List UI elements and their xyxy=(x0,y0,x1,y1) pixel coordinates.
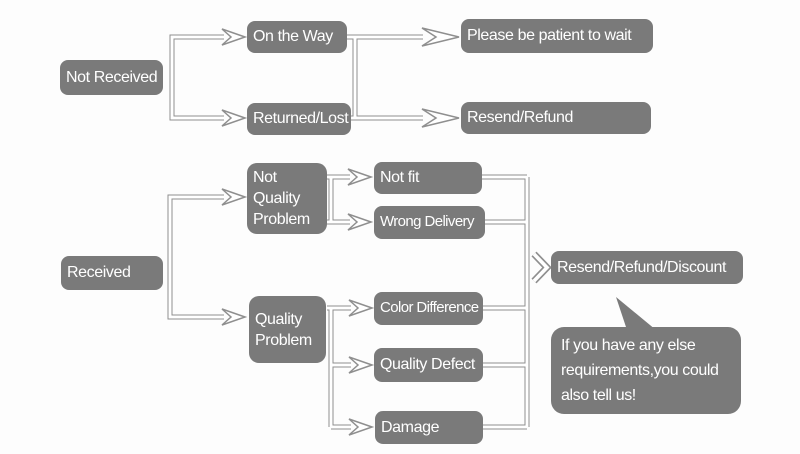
node-resend-refund-discount: Resend/Refund/Discount xyxy=(551,251,743,284)
node-returned-lost: Returned/Lost xyxy=(247,103,351,135)
node-resend-refund: Resend/Refund xyxy=(461,102,651,134)
node-not-fit: Not fit xyxy=(374,162,482,194)
note-line-2: requirements,you could xyxy=(561,362,719,379)
arrow-head-icon xyxy=(421,108,460,128)
note-bubble: If you have any else requirements,you co… xyxy=(551,327,741,414)
arrow-head-icon xyxy=(348,299,373,317)
arrow-head-icon xyxy=(221,109,246,127)
note-line-1: If you have any else xyxy=(561,337,696,354)
arrow-head-icon xyxy=(221,28,246,46)
arrow-head-icon xyxy=(348,356,373,374)
chevron-right-icon-fill xyxy=(532,252,550,283)
arrow-head-icon xyxy=(347,168,372,186)
speech-bubble-tail xyxy=(616,297,656,333)
node-not-quality-problem: Not Quality Problem xyxy=(247,163,327,234)
node-color-difference: Color Difference xyxy=(374,292,483,325)
node-please-be-patient: Please be patient to wait xyxy=(461,19,653,53)
node-quality-problem: Quality Problem xyxy=(249,296,326,363)
arrow-head-icon xyxy=(221,188,246,206)
arrow-head-icon xyxy=(347,213,372,231)
arrow-head-icon xyxy=(421,27,460,47)
node-quality-defect: Quality Defect xyxy=(374,348,483,382)
arrow-head-icon xyxy=(221,308,246,326)
node-received: Received xyxy=(61,256,163,290)
node-not-received: Not Received xyxy=(60,60,163,95)
node-wrong-delivery: Wrong Delivery xyxy=(374,206,485,239)
node-on-the-way: On the Way xyxy=(247,21,347,53)
node-damage: Damage xyxy=(375,411,483,444)
arrow-head-icon xyxy=(348,418,373,436)
note-line-3: also tell us! xyxy=(561,387,636,404)
